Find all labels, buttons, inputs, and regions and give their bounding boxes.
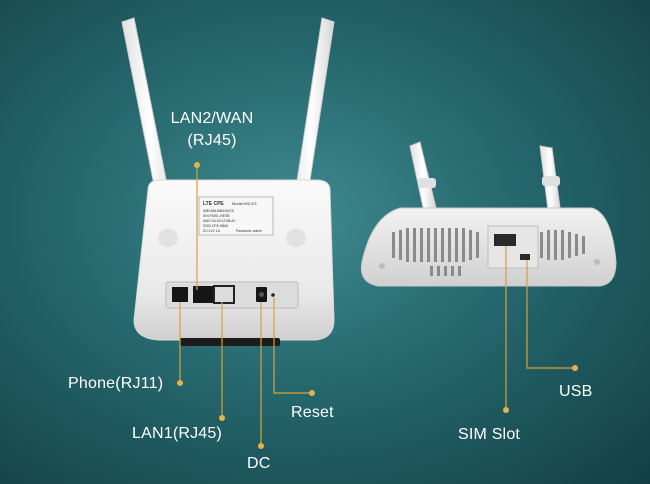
callout-dot-phone xyxy=(177,380,183,386)
router-bottom-view xyxy=(360,141,617,287)
sticker-line1: IMEI:861268043478 xyxy=(203,209,234,213)
callout-line-reset xyxy=(273,298,312,394)
callout-dot-lan1 xyxy=(219,415,225,421)
sticker-line4: SSID:CPE-5BA0 xyxy=(203,224,228,228)
label-sim-slot: SIM Slot xyxy=(458,426,521,443)
lan1-port xyxy=(213,285,235,304)
router-back-view xyxy=(121,17,335,346)
device-sticker xyxy=(198,196,274,236)
label-phone: Phone(RJ11) xyxy=(68,375,164,392)
sim-slot xyxy=(494,234,516,246)
callout-dot-usb xyxy=(572,365,578,371)
sticker-brand: LTE CPE xyxy=(203,201,224,207)
callout-dot-lan2 xyxy=(194,162,200,168)
phone-port xyxy=(172,287,188,302)
sticker-line6: Password: admin xyxy=(236,229,262,233)
sticker-model: Model:WZ-E3 xyxy=(232,201,257,206)
reset-hole xyxy=(271,293,275,297)
label-lan1: LAN1(RJ45) xyxy=(132,425,223,442)
sticker-line2: S/N:F300L-RESB xyxy=(203,214,230,218)
label-dc: DC xyxy=(247,455,271,472)
label-lan2-wan-line1: LAN2/WAN xyxy=(170,110,254,127)
label-lan2-wan: LAN2/WAN (RJ45) xyxy=(166,110,258,150)
callout-line-usb xyxy=(526,260,575,369)
dc-port-pin xyxy=(259,292,264,297)
callout-dot-reset xyxy=(309,390,315,396)
sticker-line3: MAC:D4:03:12:5B:A0 xyxy=(203,219,236,223)
usb-port xyxy=(520,254,530,260)
right-callouts xyxy=(505,246,575,410)
sim-usb-panel xyxy=(487,225,539,269)
label-lan2-wan-line2: (RJ45) xyxy=(187,132,237,149)
left-callouts xyxy=(179,165,312,446)
sticker-line5: DC:12V 1A xyxy=(203,229,221,233)
callout-dot-dc xyxy=(258,443,264,449)
label-reset: Reset xyxy=(291,404,334,421)
lan-wan-port xyxy=(193,286,213,303)
bottom-view-antenna-left xyxy=(409,141,437,213)
label-usb: USB xyxy=(559,383,593,400)
callout-dot-sim xyxy=(503,407,509,413)
